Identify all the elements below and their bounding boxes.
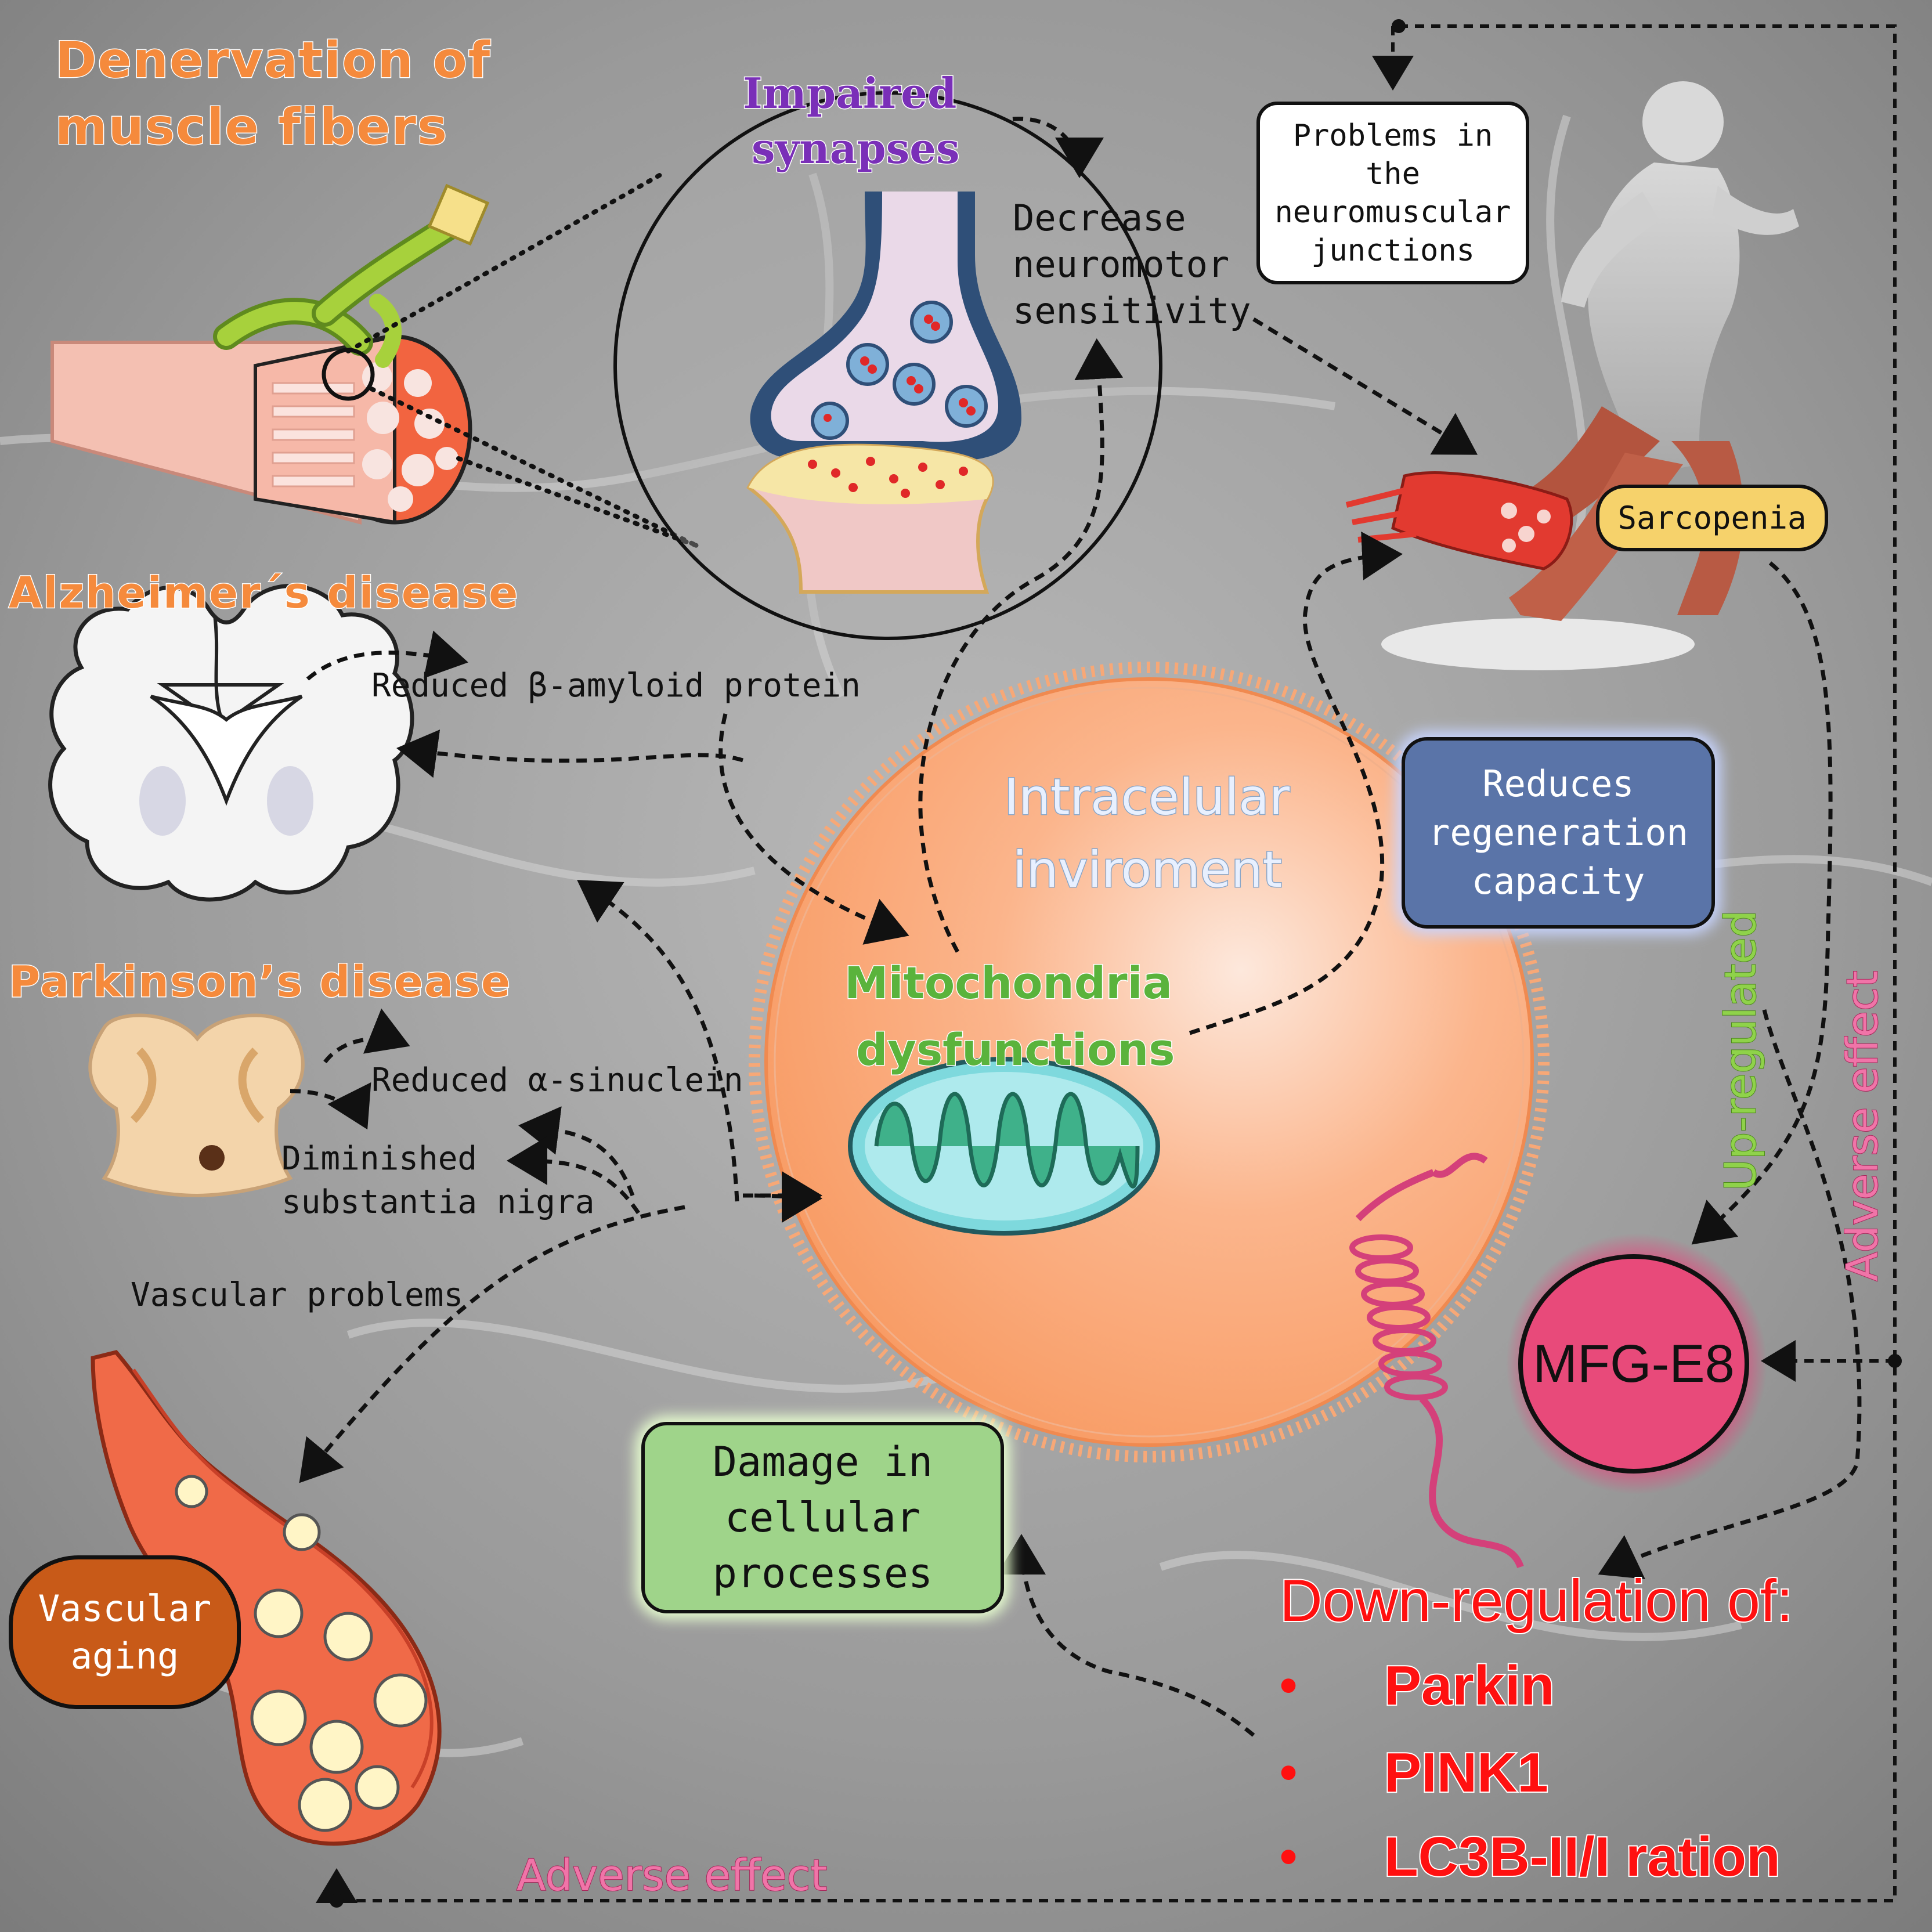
intracellular-title-line2: inviroment: [1012, 840, 1283, 900]
downregulation-item-pink1: PINK1: [1383, 1740, 1550, 1805]
downregulation-heading: Down-regulation of:: [1279, 1566, 1794, 1635]
mfge8-disc: [1506, 1233, 1767, 1494]
damage-line2: cellular: [724, 1494, 921, 1541]
midbrain-illustration: [88, 1013, 305, 1198]
sarcopenia-badge: Sarcopenia: [1596, 485, 1828, 551]
loop-nodes: [330, 19, 1902, 1908]
adverse-effect-right-label: Adverse effect: [1837, 970, 1888, 1281]
protein-coil-illustration: [1349, 1153, 1524, 1569]
damage-line1: Damage in: [712, 1438, 933, 1486]
nmj-line4: junctions: [1311, 233, 1475, 268]
bullet-pink1: •: [1280, 1745, 1298, 1800]
alpha-sinuclein-label: Reduced α-sinuclein: [371, 1061, 743, 1099]
vascular-aging-line1: Vascular: [38, 1587, 212, 1630]
decrease-label-line3: sensitivity: [1013, 290, 1251, 332]
nmj-line1: Problems in: [1292, 118, 1493, 153]
mfge8-label-wrap: MFG-E8: [1518, 1329, 1750, 1399]
alzheimers-title: Alzheimer´s disease: [8, 568, 519, 619]
denervation-title-line2: muscle fibers: [54, 97, 449, 157]
vascular-problems-label: Vascular problems: [131, 1276, 464, 1314]
damage-line3: processes: [712, 1550, 933, 1597]
bullet-parkin: •: [1280, 1657, 1298, 1713]
regeneration-line1: Reduces: [1482, 763, 1634, 805]
downregulation-item-parkin: Parkin: [1383, 1653, 1555, 1718]
intracellular-title-line1: Intracelular: [1003, 768, 1290, 827]
substantia-nigra-line1: Diminished: [281, 1140, 478, 1178]
vascular-aging-line2: aging: [70, 1634, 179, 1677]
denervation-title-line1: Denervation of: [54, 31, 492, 90]
regeneration-line2: regeneration: [1428, 811, 1688, 854]
mfge8-label: MFG-E8: [1533, 1334, 1735, 1393]
downregulation-item-lc3b: LC3B-II/I ration: [1383, 1825, 1782, 1889]
synapse-zoom-circle: [613, 91, 1162, 640]
substantia-nigra-line2: substantia nigra: [281, 1183, 595, 1221]
beta-amyloid-label: Reduced β-amyloid protein: [371, 667, 861, 705]
muscle-fiber-illustration: [50, 183, 490, 525]
vascular-aging-badge: Vascular aging: [9, 1555, 241, 1709]
decrease-label-line1: Decrease: [1013, 197, 1186, 239]
damage-box: Damage in cellular processes: [641, 1422, 1004, 1613]
parkinsons-title: Parkinson’s disease: [8, 956, 512, 1007]
adverse-effect-bottom-label: Adverse effect: [516, 1850, 828, 1901]
regeneration-box: Reduces regeneration capacity: [1402, 737, 1715, 929]
mito-title-line2: dysfunctions: [855, 1023, 1175, 1076]
cell-illustration: [749, 662, 1550, 1462]
impaired-synapses-title-line1: Impaired: [742, 68, 957, 118]
mito-title-line1: Mitochondria: [844, 956, 1173, 1009]
regeneration-line3: capacity: [1471, 860, 1645, 902]
sarcopenia-label: Sarcopenia: [1617, 500, 1807, 536]
decrease-label-line2: neuromotor: [1013, 243, 1230, 286]
zoom-lines: [346, 172, 699, 548]
up-regulated-label: Up-regulated: [1715, 909, 1766, 1191]
nmj-line3: neuromuscular: [1274, 194, 1511, 230]
nmj-line2: the: [1366, 156, 1420, 192]
blood-vessel-illustration: [91, 1350, 442, 1846]
bullet-lc3b: •: [1280, 1829, 1298, 1884]
impaired-synapses-title-line2: synapses: [751, 124, 961, 174]
nmj-box: Problems in the neuromuscular junctions: [1256, 102, 1529, 284]
